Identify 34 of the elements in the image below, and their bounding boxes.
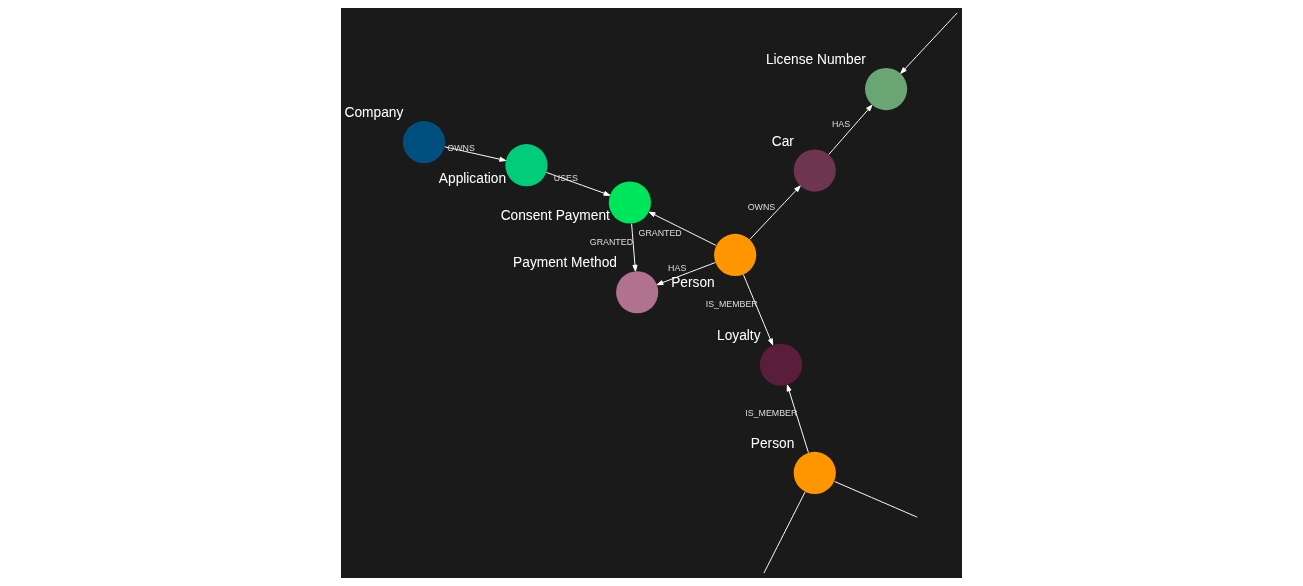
edge-label: HAS xyxy=(831,119,851,130)
connector xyxy=(834,481,918,518)
node-label: Car xyxy=(771,133,794,149)
node-circle xyxy=(793,451,836,495)
arrow xyxy=(786,384,809,454)
arrow xyxy=(444,146,507,162)
edge-label: OWNS xyxy=(747,201,776,212)
node-label: Loyalty xyxy=(717,327,761,343)
node-circle xyxy=(402,121,446,164)
arrow xyxy=(631,223,638,272)
node-label: Person xyxy=(750,436,795,452)
node-circle xyxy=(714,233,757,277)
node-circle xyxy=(616,271,659,314)
node-label: Application xyxy=(438,170,507,186)
node-circle xyxy=(608,181,651,224)
node-label: License Number xyxy=(765,52,866,68)
node-label: Payment Method xyxy=(513,255,617,271)
arrow xyxy=(749,185,801,240)
edge-label: GRANTED xyxy=(589,236,634,247)
arrow xyxy=(900,12,958,74)
node-circle xyxy=(759,343,803,386)
arrow xyxy=(656,262,716,286)
node-label: Company xyxy=(344,105,404,121)
node-label: Consent Payment xyxy=(500,207,610,223)
node-circle xyxy=(505,144,548,187)
edge-label: HAS xyxy=(668,262,687,273)
arrow xyxy=(545,171,611,196)
edge-label: GRANTED xyxy=(638,227,682,238)
arrow xyxy=(742,274,774,346)
arrow xyxy=(828,104,873,155)
connector xyxy=(763,491,806,574)
node-label: Person xyxy=(671,275,715,291)
arrow xyxy=(648,211,717,246)
edge-label: OWNS xyxy=(447,142,475,153)
